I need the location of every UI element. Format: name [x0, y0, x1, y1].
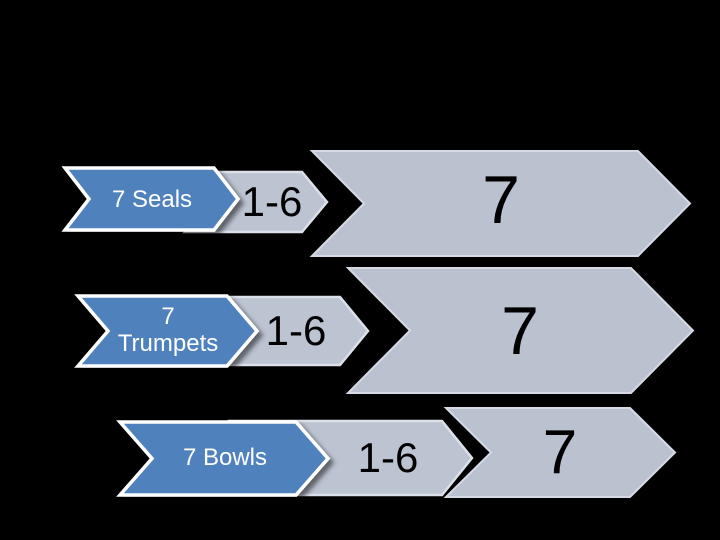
trumpets-label-chevron [74, 294, 260, 368]
bowls-final-chevron [443, 407, 677, 498]
bowls-row [116, 407, 677, 498]
bowls-label-chevron [116, 420, 331, 497]
trumpets-row [74, 267, 695, 394]
seals-row [61, 150, 692, 257]
trumpets-final-chevron [345, 267, 695, 394]
seals-label-chevron [61, 166, 241, 232]
seals-final-chevron [309, 150, 692, 257]
